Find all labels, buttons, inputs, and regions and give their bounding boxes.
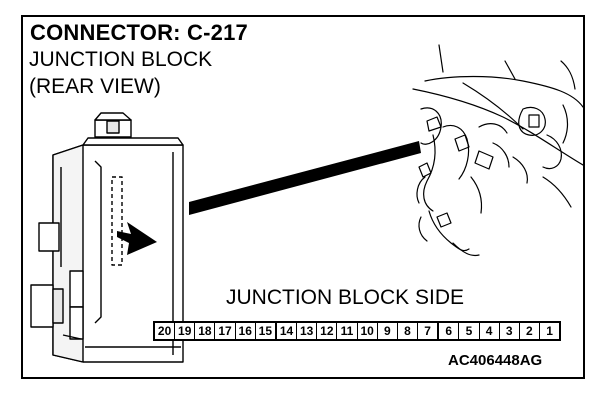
pin-cell: 6 <box>437 323 458 339</box>
pin-cell: 19 <box>174 323 194 339</box>
connector-locator-arrow <box>117 222 157 255</box>
location-pointer <box>189 141 421 215</box>
pin-cell: 11 <box>336 323 356 339</box>
component-name: JUNCTION BLOCK <box>29 48 213 71</box>
pin-cell: 1 <box>538 323 559 339</box>
connector-title: CONNECTOR: C-217 <box>30 20 248 45</box>
junction-block-illustration <box>30 112 184 363</box>
view-orientation: (REAR VIEW) <box>29 75 161 98</box>
pin-cell: 5 <box>458 323 478 339</box>
pin-cell: 7 <box>417 323 437 339</box>
connector-pin-row: 20 19 18 17 16 15 14 13 12 11 10 9 8 7 6… <box>153 321 561 341</box>
pin-cell: 4 <box>478 323 499 339</box>
pin-cell: 18 <box>194 323 214 339</box>
pin-cell: 8 <box>396 323 417 339</box>
pin-cell: 2 <box>518 323 539 339</box>
pin-cell: 12 <box>316 323 336 339</box>
junction-block-side-label: JUNCTION BLOCK SIDE <box>226 286 465 309</box>
pin-cell: 16 <box>234 323 255 339</box>
diagram-frame: CONNECTOR: C-217 JUNCTION BLOCK (REAR VI… <box>21 15 585 379</box>
vehicle-location-illustration <box>412 44 583 257</box>
pin-cell: 10 <box>356 323 377 339</box>
pin-cell: 15 <box>254 323 275 339</box>
pin-cell: 14 <box>274 323 296 339</box>
diagram-artwork <box>30 44 583 363</box>
pin-cell: 13 <box>296 323 316 339</box>
pin-cell: 17 <box>214 323 234 339</box>
pin-cell: 3 <box>498 323 519 339</box>
pin-cell: 9 <box>376 323 397 339</box>
pin-cell: 20 <box>157 324 172 338</box>
figure-code: AC406448AG <box>448 352 543 369</box>
